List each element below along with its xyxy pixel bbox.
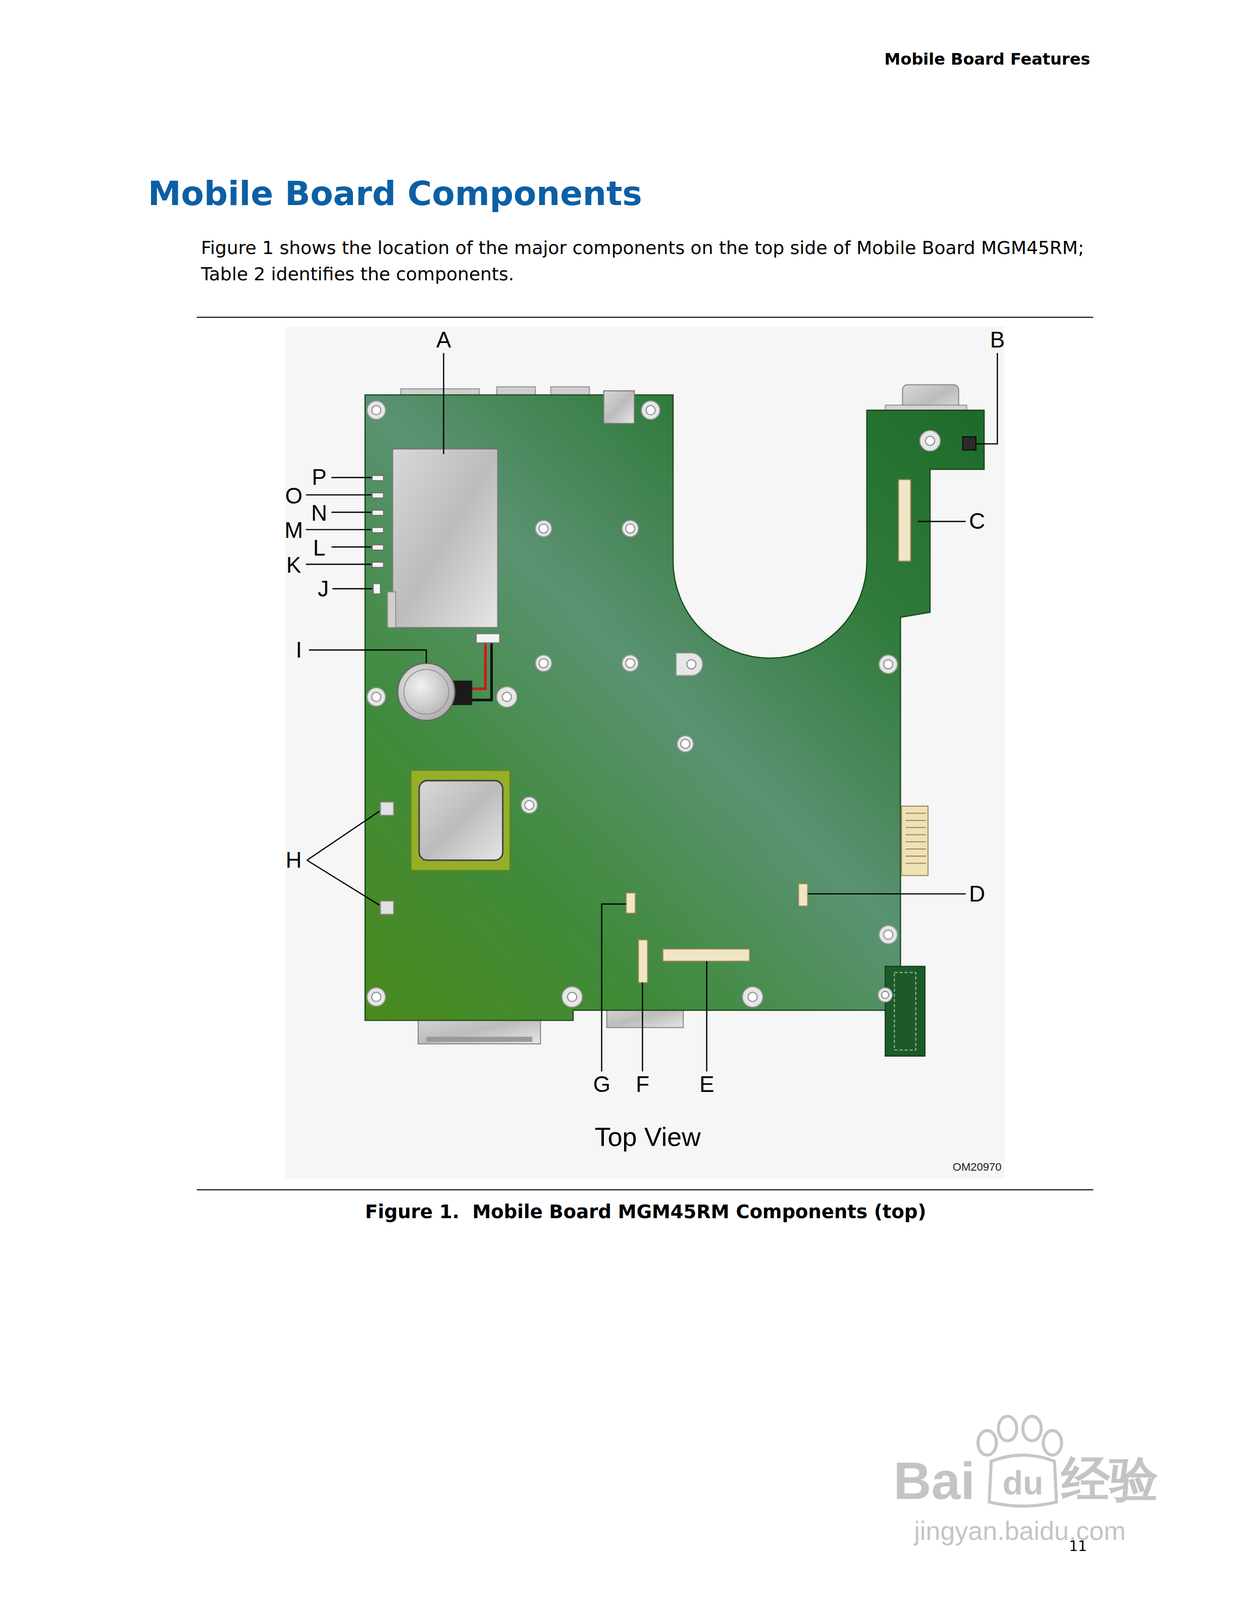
component-b: [962, 436, 976, 450]
leader-line: [305, 352, 998, 1071]
callout-letter: D: [968, 880, 986, 907]
memory-card: [392, 448, 498, 628]
callout-letter: P: [312, 464, 327, 491]
side-connector: [901, 805, 929, 875]
circuit-board: [365, 394, 985, 1021]
callout-letter: M: [284, 517, 303, 544]
callout-letter: I: [295, 636, 302, 663]
chipset: [419, 780, 503, 861]
callout-letter: H: [285, 847, 302, 873]
mounting-hole: [367, 400, 941, 1007]
watermark: jingyan.baidu.com: [913, 1515, 1126, 1547]
watermark: du: [1002, 1463, 1044, 1503]
chipset: [410, 769, 510, 870]
callout-letter: E: [699, 1071, 714, 1098]
top-connector: [603, 390, 635, 424]
test-point: [380, 801, 394, 815]
callout-letter: F: [635, 1071, 650, 1098]
view-label: Top View: [594, 1121, 701, 1153]
callout-letter: B: [990, 326, 1005, 353]
figure-caption: Figure 1. Mobile Board MGM45RM Component…: [365, 1200, 926, 1223]
board-tab: [894, 971, 916, 1050]
test-point: [380, 900, 394, 914]
callout-letter: J: [317, 575, 329, 602]
rule-line: [196, 316, 1094, 318]
figure-code: OM20970: [952, 1160, 1002, 1173]
callout-letter: G: [593, 1071, 611, 1098]
page-header: Mobile Board Features: [884, 49, 1091, 69]
intro-paragraph: Figure 1 shows the location of the major…: [200, 234, 1090, 288]
callout-letter: C: [968, 508, 986, 535]
header-connector: [626, 479, 911, 983]
callout-letter: A: [436, 326, 451, 353]
watermark-paw: [977, 1415, 1062, 1506]
figure-ground: [285, 326, 1005, 1179]
page-title: Mobile Board Components: [147, 174, 643, 214]
rule-line: [196, 1189, 1094, 1191]
callout-letter: K: [286, 552, 301, 579]
watermark: 经验: [1061, 1451, 1159, 1507]
callout-letter: O: [285, 482, 303, 509]
callout-letter: N: [311, 500, 328, 527]
callout-letter: L: [313, 534, 326, 561]
led: [372, 475, 384, 594]
memory-card: [387, 591, 396, 628]
coin-battery: [397, 633, 500, 721]
board-tab: [885, 965, 925, 1056]
watermark: Bai: [893, 1450, 975, 1512]
